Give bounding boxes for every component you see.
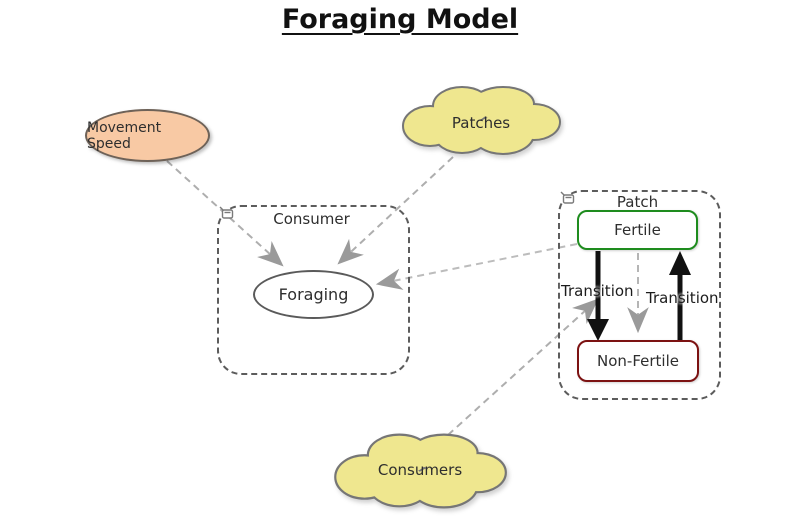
foraging-node[interactable]: Foraging — [253, 270, 374, 319]
movement-speed-node[interactable]: Movement Speed — [85, 109, 210, 162]
non-fertile-label: Non-Fertile — [597, 352, 679, 370]
patch-submodel-label: Patch — [616, 193, 659, 211]
movement-speed-label: Movement Speed — [87, 119, 162, 152]
page-title: Foraging Model — [281, 4, 519, 35]
edge-fertile-to-foraging — [375, 243, 578, 290]
foraging-label: Foraging — [278, 285, 349, 304]
consumer-submodel-box[interactable] — [217, 205, 410, 375]
patch-submodel-box[interactable] — [558, 190, 721, 400]
consumer-submodel-label: Consumer — [273, 210, 350, 228]
edge-consumers-to-transition — [447, 298, 599, 436]
consumers-cloud-label: Consumers — [377, 461, 463, 479]
transition-arrow-up-head — [669, 251, 691, 275]
collapse-icon[interactable] — [219, 206, 234, 220]
fertile-state-node[interactable]: Fertile — [577, 210, 698, 250]
transition-arrow-down-head — [587, 319, 609, 341]
collapse-icon[interactable] — [560, 191, 575, 205]
patches-cloud-label: Patches — [451, 114, 511, 132]
transition-label-non-fertile-to-fertile: Transition — [646, 289, 719, 307]
transition-label-fertile-to-non-fertile: Transition — [561, 282, 634, 300]
non-fertile-state-node[interactable]: Non-Fertile — [577, 340, 699, 382]
fertile-label: Fertile — [614, 221, 661, 239]
